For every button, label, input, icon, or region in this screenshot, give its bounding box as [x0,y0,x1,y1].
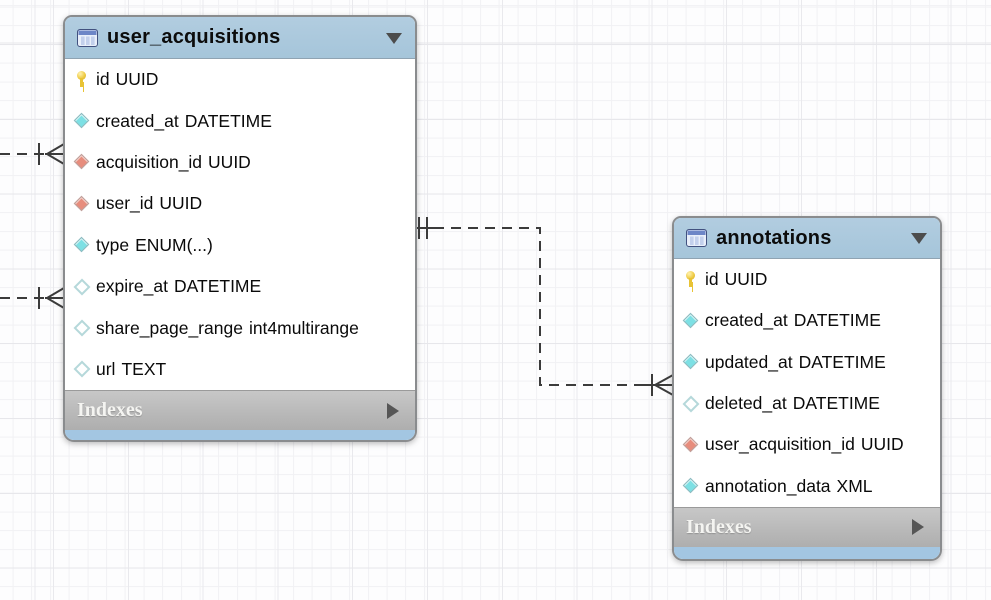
triangle-down-icon[interactable] [911,233,927,244]
column-row-type[interactable]: type ENUM(...) [65,225,415,266]
column-name: id [96,69,110,90]
table-icon [686,229,707,247]
column-list: id UUID created_at DATETIME updated_at D… [674,259,940,507]
indexes-footer[interactable]: Indexes [674,506,940,547]
column-type: DATETIME [798,351,886,372]
column-row-expire-at[interactable]: expire_at DATETIME [65,266,415,307]
column-type: UUID [724,269,768,290]
column-type: DATETIME [184,110,272,131]
column-row-id[interactable]: id UUID [65,59,415,100]
column-row-acquisition-id[interactable]: acquisition_id UUID [65,142,415,183]
not-null-column-icon [683,312,700,330]
column-type: UUID [208,151,251,172]
not-null-column-icon [74,236,91,254]
column-name: updated_at [705,351,793,372]
triangle-right-icon [387,402,399,419]
not-null-column-icon [74,112,91,130]
column-type: UUID [860,434,904,455]
column-row-url[interactable]: url TEXT [65,349,415,390]
column-row-deleted-at[interactable]: deleted_at DATETIME [674,383,940,424]
table-bottom-strip [65,430,415,441]
table-icon [77,28,98,47]
table-annotations[interactable]: annotations id UUID created_at DATETIME … [672,216,942,561]
table-title: annotations [716,226,832,249]
column-row-annotation-data[interactable]: annotation_data XML [674,465,940,506]
column-name: created_at [96,110,179,131]
not-null-column-icon [683,477,700,495]
column-name: type [96,234,130,255]
table-user-acquisitions[interactable]: user_acquisitions id UUID created_at DAT… [63,15,417,443]
column-row-updated-at[interactable]: updated_at DATETIME [674,342,940,383]
column-type: DATETIME [793,310,881,331]
column-type: ENUM(...) [135,234,213,255]
relationship-left-to-acquisition-id[interactable] [0,143,65,165]
indexes-footer[interactable]: Indexes [65,390,415,431]
column-name: share_page_range [96,317,243,338]
foreign-key-icon [74,153,91,171]
column-name: annotation_data [705,475,831,496]
column-row-user-acquisition-id[interactable]: user_acquisition_id UUID [674,424,940,465]
relationship-left-to-user-id[interactable] [0,287,65,309]
nullable-column-icon [683,395,700,413]
column-type: TEXT [121,358,167,379]
relationship-user-acquisitions-annotations[interactable] [412,217,674,396]
column-type: DATETIME [174,276,262,297]
not-null-column-icon [683,353,700,371]
column-row-created-at[interactable]: created_at DATETIME [674,300,940,341]
column-row-created-at[interactable]: created_at DATETIME [65,100,415,141]
column-row-id[interactable]: id UUID [674,259,940,300]
column-row-share-page-range[interactable]: share_page_range int4multirange [65,307,415,348]
column-type: int4multirange [248,317,359,338]
triangle-right-icon [912,519,924,536]
column-list: id UUID created_at DATETIME acquisition_… [65,59,415,391]
column-name: user_acquisition_id [705,434,855,455]
table-bottom-strip [674,546,940,559]
indexes-label: Indexes [77,399,143,422]
column-row-user-id[interactable]: user_id UUID [65,183,415,224]
foreign-key-icon [74,195,91,213]
indexes-label: Indexes [686,515,752,538]
column-name: acquisition_id [96,151,203,172]
triangle-down-icon[interactable] [386,32,402,44]
column-name: created_at [705,310,788,331]
foreign-key-icon [683,436,700,454]
column-name: id [705,269,719,290]
column-name: user_id [96,193,154,214]
column-type: UUID [159,193,203,214]
column-name: deleted_at [705,393,787,414]
column-type: XML [836,475,873,496]
column-type: UUID [115,69,159,90]
table-header[interactable]: annotations [674,218,940,259]
column-type: DATETIME [792,393,880,414]
table-title: user_acquisitions [107,26,281,48]
nullable-column-icon [74,360,91,378]
column-name: url [96,358,116,379]
primary-key-icon [74,70,91,89]
column-name: expire_at [96,276,168,297]
nullable-column-icon [74,319,91,337]
nullable-column-icon [74,278,91,296]
primary-key-icon [683,270,700,289]
table-header[interactable]: user_acquisitions [65,17,415,59]
